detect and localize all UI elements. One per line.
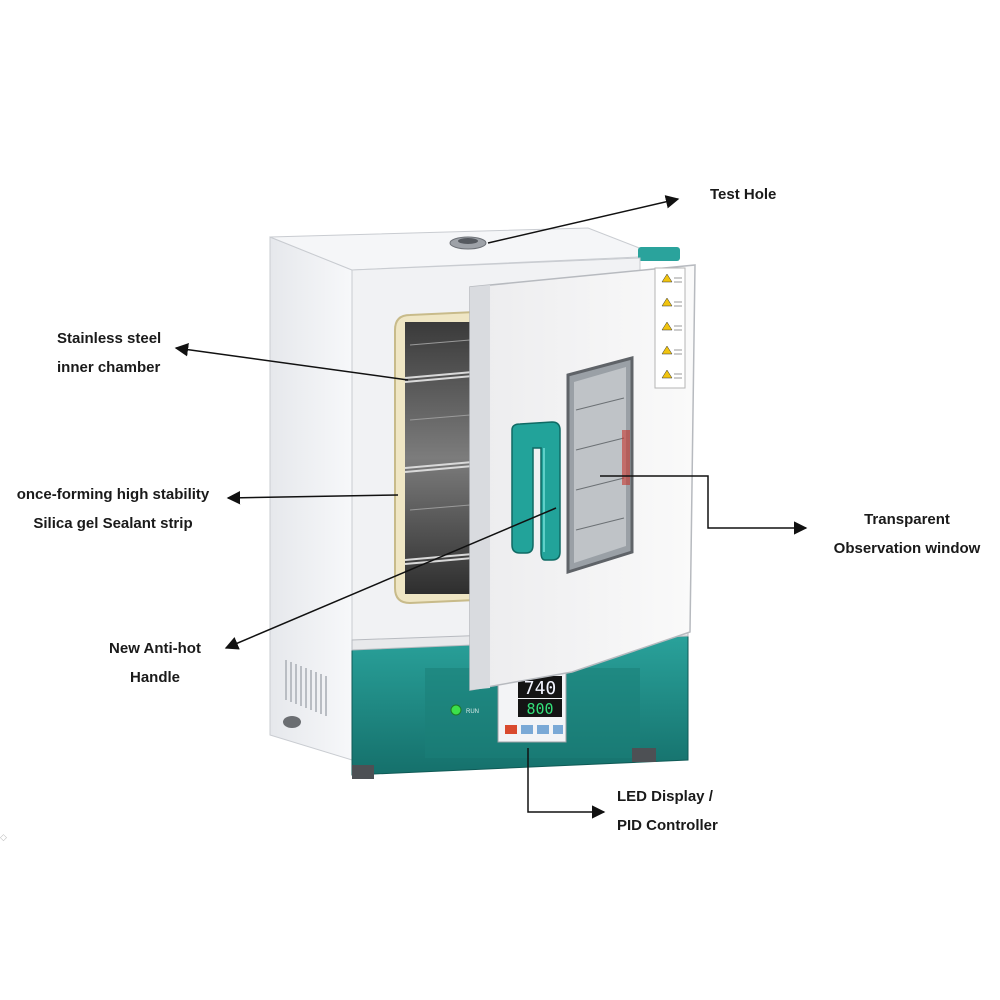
- panel-button-power[interactable]: [505, 725, 517, 734]
- pid-controller: 740 800: [497, 671, 567, 743]
- label-window-line2: Observation window: [833, 540, 981, 557]
- panel-button-down[interactable]: [537, 725, 549, 734]
- label-handle-line1: New Anti-hot: [109, 640, 201, 657]
- panel-button-up[interactable]: [553, 725, 563, 734]
- run-indicator-label: RUN: [466, 709, 479, 715]
- label-sealant: once-forming high stability Silica gel S…: [8, 480, 218, 538]
- label-led-display-line1: LED Display /: [617, 788, 713, 805]
- label-led-display: LED Display / PID Controller: [617, 782, 718, 840]
- label-test-hole: Test Hole: [710, 180, 776, 209]
- run-indicator-led: [450, 704, 462, 716]
- warning-labels: [654, 267, 686, 389]
- edge-mark: ◇: [0, 833, 7, 843]
- led-readout-bottom: 800: [526, 700, 553, 718]
- label-test-hole-text: Test Hole: [710, 186, 777, 203]
- observation-window: [566, 356, 634, 575]
- led-readout-top: 740: [524, 678, 557, 699]
- label-window-line1: Transparent: [864, 511, 950, 528]
- arrow-test-hole: [487, 195, 680, 244]
- label-window: Transparent Observation window: [822, 505, 992, 563]
- label-led-display-line2: PID Controller: [617, 817, 718, 834]
- side-vent: [285, 660, 327, 716]
- callout-arrows: [174, 195, 808, 819]
- label-sealant-line2: Silica gel Sealant strip: [33, 515, 193, 532]
- arrow-window: [600, 475, 808, 535]
- label-sealant-line1: once-forming high stability: [16, 486, 210, 503]
- label-handle: New Anti-hot Handle: [92, 634, 218, 692]
- label-inner-chamber: Stainless steel inner chamber: [57, 324, 161, 382]
- arrow-led-display: [527, 748, 606, 819]
- arrow-inner-chamber: [174, 342, 409, 381]
- label-inner-chamber-line2: inner chamber: [57, 359, 161, 376]
- top-corner-cap: [638, 247, 680, 261]
- label-inner-chamber-line1: Stainless steel: [57, 330, 162, 347]
- anti-hot-handle[interactable]: [511, 421, 561, 561]
- oven-door: [469, 264, 696, 691]
- label-handle-line2: Handle: [129, 669, 180, 686]
- arrow-sealant: [226, 491, 399, 505]
- panel-button-set[interactable]: [521, 725, 533, 734]
- arrow-handle: [224, 507, 557, 650]
